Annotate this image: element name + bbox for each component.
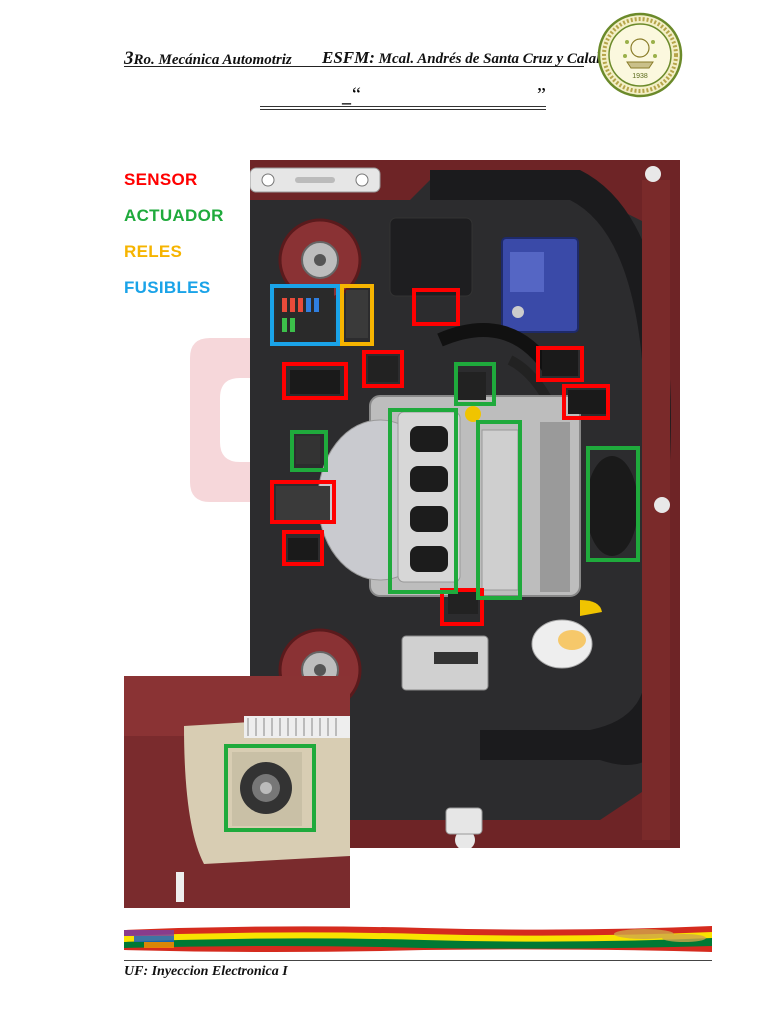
header-school: ESFM: Mcal. Andrés de Santa Cruz y Calah… — [322, 48, 648, 68]
footer-text: UF: Inyeccion Electronica I — [124, 964, 288, 979]
legend-actuador: ACTUADOR — [124, 206, 224, 225]
footer-rule — [124, 960, 712, 961]
header-number: 3 — [124, 48, 134, 69]
fuel-tank-filler-inset — [124, 676, 350, 908]
header-school-text: Mcal. Andrés de Santa Cruz y Calahumana — [378, 51, 648, 67]
title-rule — [260, 106, 546, 110]
legend-reles: RELES — [124, 242, 183, 261]
header-rule — [124, 66, 584, 67]
title-open-quote: “ — [352, 84, 361, 106]
legend-sensor: SENSOR — [124, 170, 198, 189]
title-dash: _ — [342, 86, 351, 106]
header-course: 3Ro. Mecánica Automotriz — [124, 48, 292, 70]
school-seal-icon: 1938 — [597, 12, 683, 98]
wiphala-bolivia-flag-strip — [124, 926, 712, 952]
legend-fusibles: FUSIBLES — [124, 278, 211, 297]
title-close-quote: ” — [537, 84, 546, 106]
header-school-prefix: ESFM: — [322, 48, 375, 67]
header-course-text: Ro. Mecánica Automotriz — [133, 52, 292, 68]
seal-year: 1938 — [632, 73, 648, 80]
